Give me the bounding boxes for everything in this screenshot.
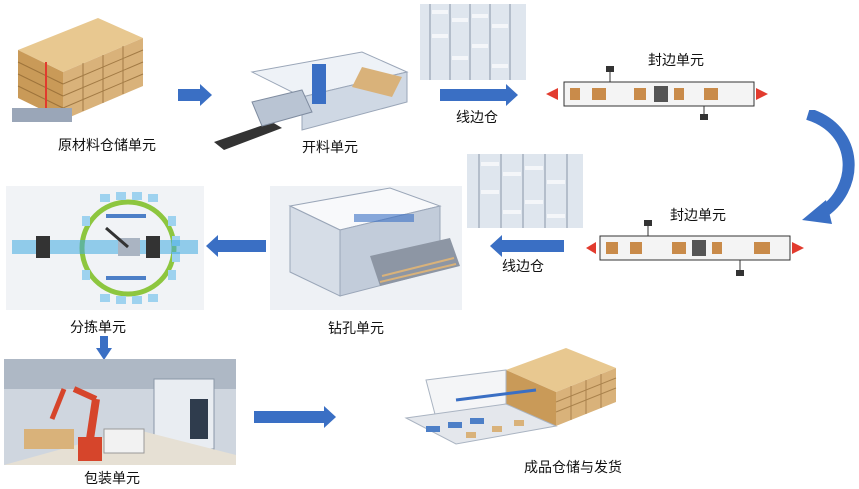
flow-arrow-2 [440, 84, 518, 106]
finished-storage-illustration [396, 340, 622, 450]
label-raw-storage: 原材料仓储单元 [58, 138, 156, 154]
line-store-1-illustration [420, 4, 526, 80]
flow-arrow-down [96, 336, 112, 360]
packing-illustration [4, 359, 236, 465]
label-line-store-2: 线边仓 [502, 259, 544, 275]
label-line-store-1: 线边仓 [456, 110, 498, 126]
label-edge-banding-2: 封边单元 [670, 208, 726, 224]
raw-storage-illustration [8, 10, 148, 128]
flow-arrow-1 [178, 84, 212, 106]
flow-arrow-curved [800, 110, 856, 230]
line-store-2-illustration [467, 154, 583, 228]
label-cutting: 开料单元 [302, 140, 358, 156]
label-drilling: 钻孔单元 [328, 321, 384, 337]
drilling-illustration [270, 186, 462, 310]
flow-arrow-5 [254, 406, 336, 428]
label-finished-storage: 成品仓储与发货 [524, 460, 622, 476]
edge-banding-2-illustration [584, 220, 806, 278]
label-sorting: 分拣单元 [70, 320, 126, 336]
flow-arrow-3 [490, 235, 564, 257]
cutting-illustration [212, 42, 412, 152]
sorting-illustration [6, 186, 204, 310]
edge-banding-1-illustration [544, 66, 770, 122]
flow-arrow-4 [206, 235, 266, 257]
label-edge-banding-1: 封边单元 [648, 53, 704, 69]
label-packing: 包装单元 [84, 471, 140, 487]
